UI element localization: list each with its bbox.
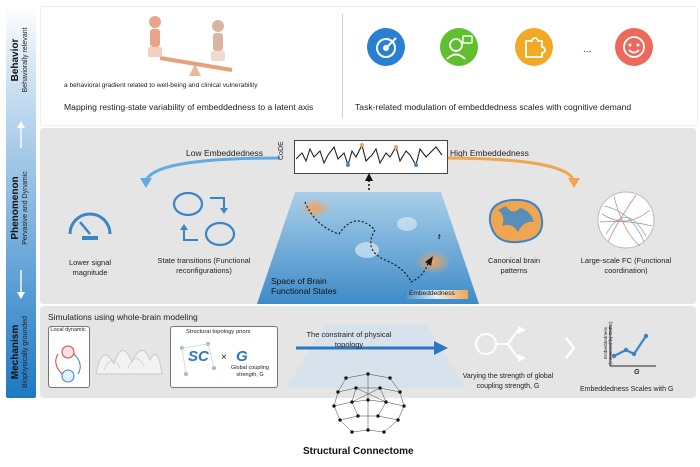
state-transition-icon	[172, 191, 236, 247]
local-dynamic-label: Local dynamic	[50, 327, 86, 333]
time-label: t	[438, 234, 441, 241]
embeddedness-arrows	[140, 156, 580, 188]
structural-connectome-label: Structural Connectome	[303, 446, 414, 457]
simulation-title: Simulations using whole-brain modeling	[48, 312, 198, 322]
coupling-network-icon	[475, 326, 526, 362]
brain-state-space	[257, 192, 479, 304]
large-scale-fc-caption: Large-scale FC (Functional coordination)	[580, 256, 672, 275]
times-symbol: ×	[221, 352, 227, 363]
behavior-band	[40, 6, 698, 126]
smiley-face-icon	[615, 28, 653, 66]
latent-axis-caption: Mapping resting-state variability of emb…	[64, 102, 314, 112]
high-embeddedness-label: High Embeddedness	[450, 148, 529, 158]
seesaw-illustration	[148, 16, 233, 76]
code-timeseries-panel	[294, 140, 448, 174]
functional-connectivity-icon	[597, 191, 655, 249]
scales-with-g-caption: Embeddedness Scales with G	[580, 386, 674, 393]
space-of-states-label: Space of Brain Functional States	[271, 276, 337, 296]
constraint-caption: The constraint of physical topology	[306, 330, 392, 349]
embeddedness-axis-label: Embeddedness (measured by CoDE)	[603, 321, 613, 365]
icons-ellipsis: ...	[583, 44, 592, 55]
embeddedness-colorbar-label: Embeddedness	[409, 290, 455, 297]
task-modulation-caption: Task-related modulation of embeddedness …	[355, 102, 632, 112]
gauge-icon	[68, 212, 112, 240]
embeddedness-g-plot	[609, 326, 656, 367]
constraint-arrow	[286, 324, 466, 388]
chevron-right-icon	[565, 337, 576, 359]
g-axis-label: G	[634, 369, 640, 376]
topology-priors-label: Structural topology priors	[186, 329, 251, 335]
topology-priors-box	[170, 326, 278, 388]
behavior-level-label: Behavior Behaviorally relevant	[10, 27, 29, 93]
puzzle-icon	[515, 28, 553, 66]
embeddedness-colorbar	[404, 290, 468, 299]
level-sidebar	[6, 6, 36, 398]
low-embeddedness-label: Low Embeddedness	[186, 148, 264, 158]
cortex-mesh-illustration	[95, 350, 163, 375]
person-speech-icon	[440, 28, 478, 66]
structural-connectome-graph	[332, 372, 406, 434]
sc-label: SC	[188, 348, 209, 365]
local-dynamic-diagram	[55, 345, 81, 383]
level-arrows	[17, 121, 25, 299]
canonical-caption: Canonical brain patterns	[487, 256, 541, 275]
varying-coupling-caption: Varying the strength of global coupling …	[462, 373, 554, 390]
mechanism-level-label: Mechanism Biophysically grounded	[10, 316, 29, 388]
canonical-brain-icon	[488, 198, 544, 244]
state-transitions-caption: State transitions (Functional reconfigur…	[157, 256, 251, 275]
lower-signal-caption: Lower signal magnitude	[68, 258, 112, 277]
gradient-caption: a behavioral gradient related to well-be…	[64, 82, 258, 89]
sc-network-illustration	[180, 342, 216, 376]
behavior-divider	[342, 14, 343, 118]
g-label: G	[236, 348, 248, 365]
target-arrow-icon	[367, 28, 405, 66]
code-timeseries-line	[296, 143, 443, 167]
global-coupling-label: Global coupling strength, G	[231, 365, 269, 378]
code-axis-label: CoDE	[278, 141, 285, 160]
